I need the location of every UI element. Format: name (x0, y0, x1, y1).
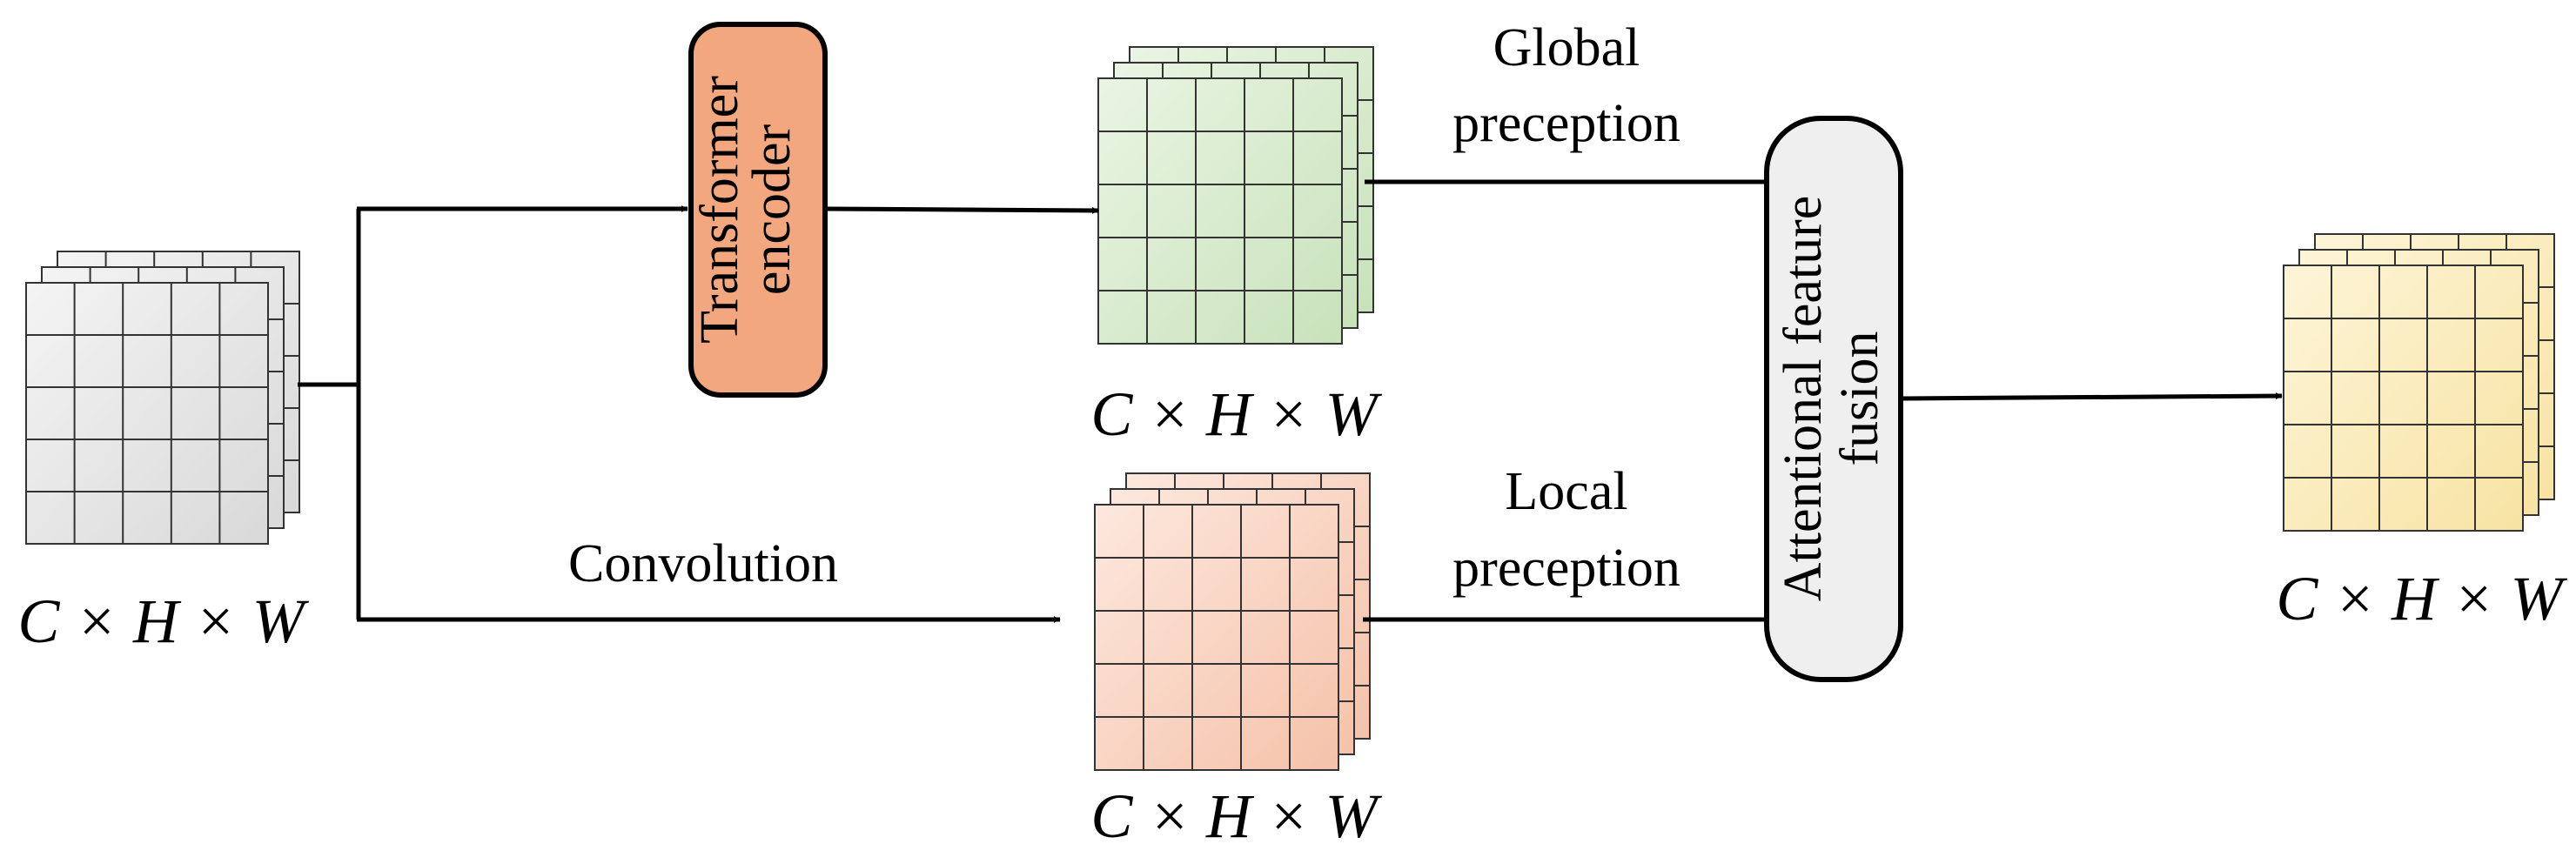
output-map-layer-3 (2283, 265, 2524, 532)
global-dimension-label: C × H × W (1090, 379, 1382, 449)
fusion-label-line2: fusion (1830, 332, 1889, 466)
global-perception-label-line2: preception (1452, 94, 1680, 153)
fusion-label-line1: Attentional feature (1774, 196, 1833, 602)
global-perception-label-line1: Global (1493, 18, 1640, 77)
arrow-to-global (826, 206, 1099, 214)
global-map-layer-3 (1097, 77, 1343, 345)
local-feature-map (1094, 472, 1371, 771)
local-perception-label-line2: preception (1452, 539, 1680, 598)
output-dimension-label: C × H × W (2276, 564, 2567, 633)
attentional-fusion-box (1764, 116, 1903, 682)
local-map-layer-3 (1094, 504, 1339, 771)
transformer-label-line2: encoder (742, 124, 802, 296)
input-map-layer-3 (25, 282, 269, 545)
local-dimension-label: C × H × W (1090, 781, 1382, 851)
transformer-encoder-box (688, 22, 828, 398)
local-perception-label-line1: Local (1505, 462, 1627, 521)
global-feature-map (1097, 46, 1374, 345)
arrow-to-output (1902, 392, 2283, 401)
input-dimension-label: C × H × W (17, 586, 309, 656)
input-feature-map (25, 251, 300, 545)
output-feature-map (2283, 233, 2555, 532)
convolution-label: Convolution (568, 534, 838, 593)
transformer-label-line1: Transformer (690, 76, 749, 344)
